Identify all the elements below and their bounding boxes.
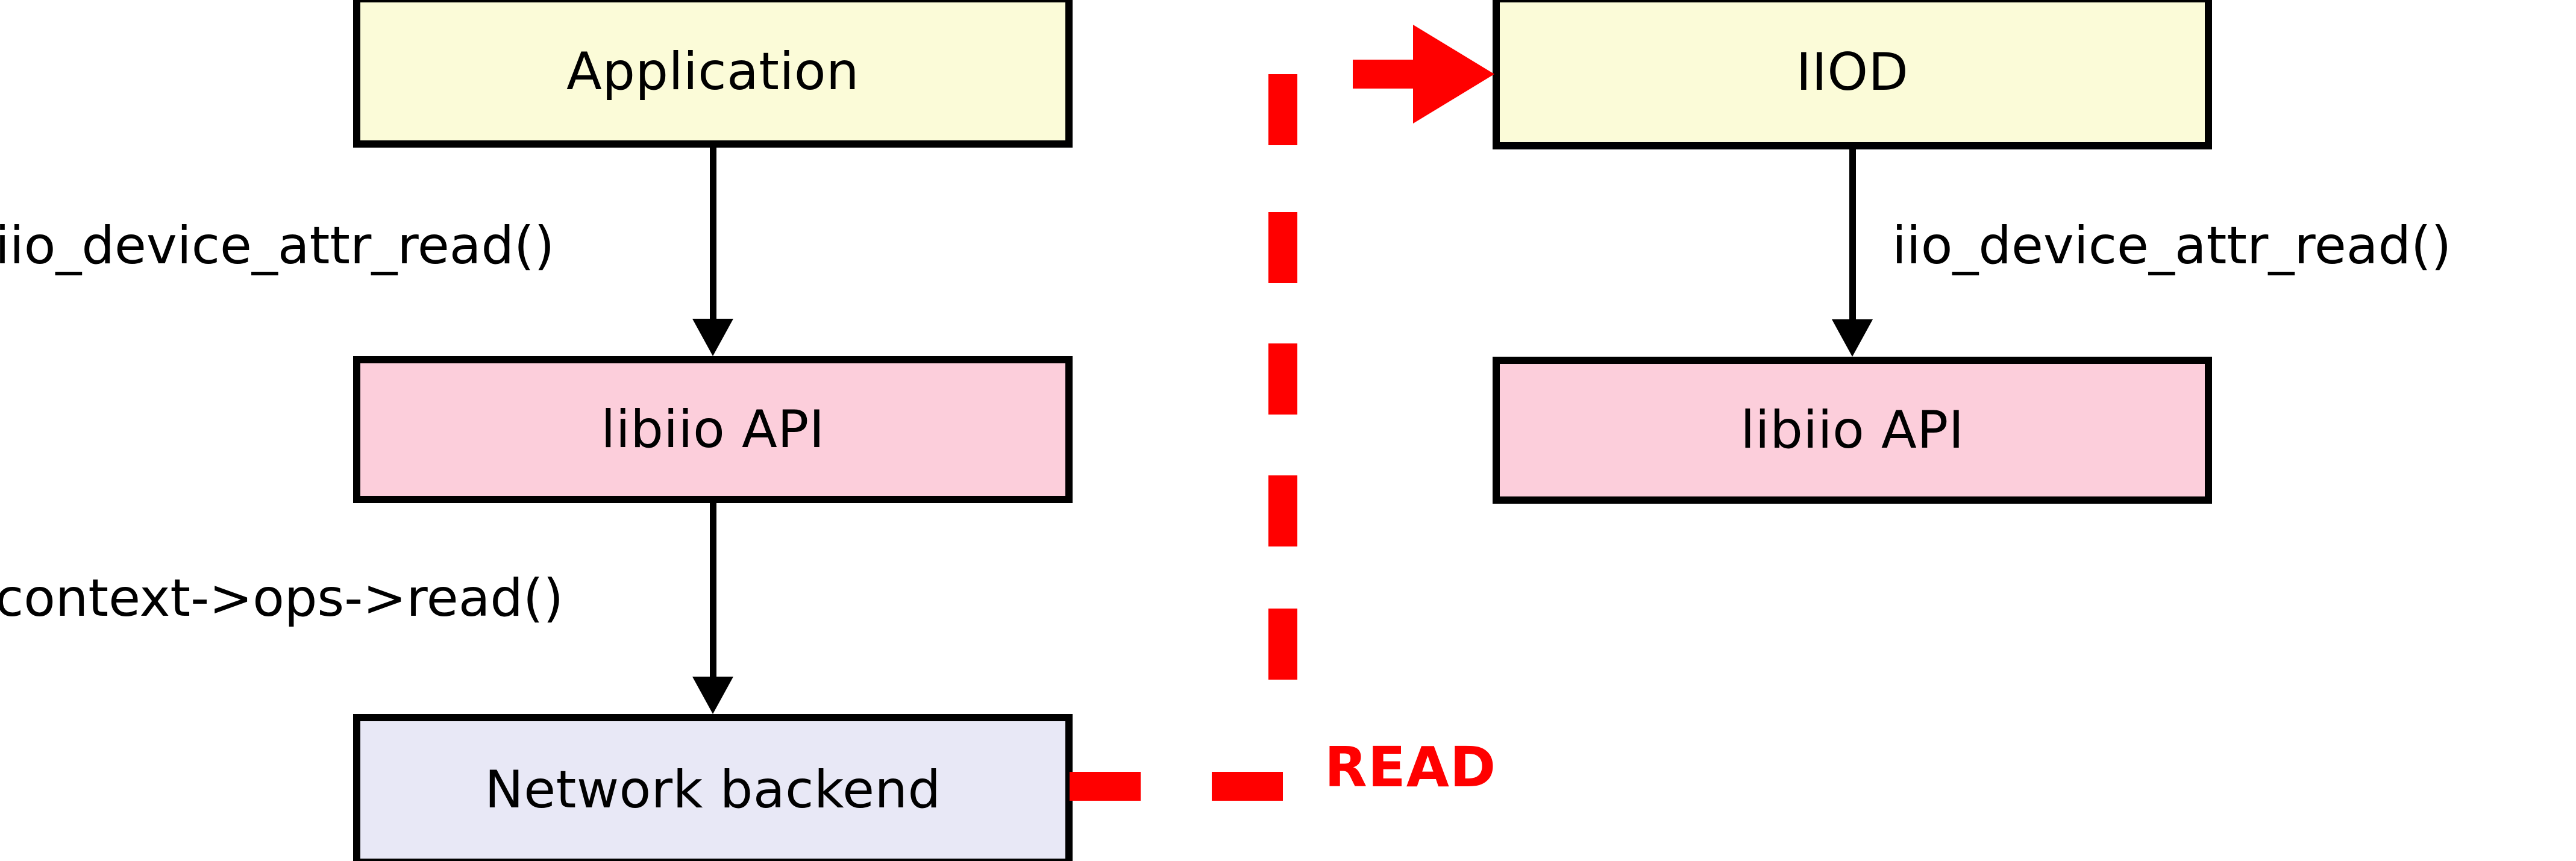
transport-read-label: READ bbox=[1324, 735, 1497, 800]
node-application[interactable]: Application bbox=[353, 0, 1073, 148]
divider-dash-segment bbox=[1268, 74, 1297, 145]
edge-shaft bbox=[710, 148, 716, 322]
edge-iiod-to-api-arrow bbox=[1832, 149, 1873, 357]
edge-shaft bbox=[1849, 149, 1856, 323]
node-iiod[interactable]: IIOD bbox=[1493, 0, 2212, 149]
arrow-head-down-icon bbox=[1832, 319, 1873, 357]
node-libiio-api-right-label: libiio API bbox=[1740, 400, 1964, 460]
red-arrow-tail bbox=[1353, 60, 1418, 89]
edge-api-to-backend-label: context->ops->read() bbox=[0, 568, 564, 628]
transport-dash-segment bbox=[1070, 772, 1141, 801]
red-right-arrow-icon bbox=[1353, 25, 1497, 124]
edge-app-to-api-label: iio_device_attr_read() bbox=[0, 216, 555, 276]
node-network-backend[interactable]: Network backend bbox=[353, 714, 1073, 861]
red-arrow-head bbox=[1413, 25, 1494, 124]
edge-shaft bbox=[710, 503, 716, 680]
node-iiod-label: IIOD bbox=[1796, 42, 1909, 102]
edge-api-to-backend-arrow bbox=[692, 503, 733, 714]
divider-dash-segment bbox=[1268, 475, 1297, 546]
node-network-backend-label: Network backend bbox=[484, 760, 941, 820]
node-libiio-api-right[interactable]: libiio API bbox=[1493, 357, 2212, 504]
node-application-label: Application bbox=[566, 41, 860, 102]
transport-dash-segment bbox=[1212, 772, 1283, 801]
node-libiio-api-left[interactable]: libiio API bbox=[353, 356, 1073, 503]
divider-dash-segment bbox=[1268, 212, 1297, 283]
arrow-head-down-icon bbox=[692, 677, 733, 714]
divider-dash-segment bbox=[1268, 609, 1297, 680]
edge-app-to-api-arrow bbox=[692, 148, 733, 356]
divider-dash-segment bbox=[1268, 343, 1297, 415]
node-libiio-api-left-label: libiio API bbox=[601, 399, 825, 460]
arrow-head-down-icon bbox=[692, 319, 733, 356]
edge-iiod-to-api-label: iio_device_attr_read() bbox=[1892, 216, 2452, 276]
